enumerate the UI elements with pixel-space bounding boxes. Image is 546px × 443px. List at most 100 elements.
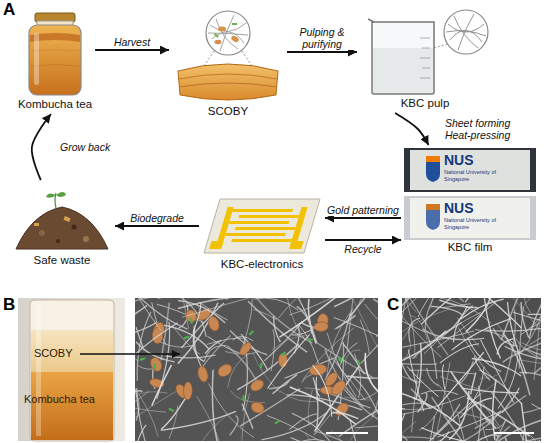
yeast-cell xyxy=(249,400,265,415)
cellulose-fiber xyxy=(459,328,497,383)
cellulose-fiber xyxy=(460,361,474,383)
cellulose-fiber xyxy=(490,416,541,441)
glass-vial xyxy=(30,300,114,441)
cellulose-fiber xyxy=(427,334,437,379)
cellulose-fiber xyxy=(254,310,277,320)
cellulose-fiber xyxy=(437,302,496,348)
process-arrow xyxy=(287,51,357,53)
yeast-cell xyxy=(314,322,329,332)
cellulose-fiber xyxy=(421,298,459,324)
cellulose-fiber xyxy=(316,377,320,397)
cellulose-fiber xyxy=(440,344,479,363)
step-icon xyxy=(404,148,536,240)
scoby-pellicle xyxy=(31,330,113,372)
step-label: SCOBY xyxy=(208,104,248,118)
cellulose-fiber xyxy=(413,398,431,409)
step-label: KBC film xyxy=(448,240,493,254)
yeast-cell xyxy=(196,365,209,383)
yeast-cell xyxy=(216,362,235,380)
cellulose-fiber xyxy=(480,372,501,379)
process-arrow xyxy=(325,217,401,219)
step-action: Sheet forming Heat-pressing xyxy=(437,117,519,141)
step-action: Grow back xyxy=(59,141,111,153)
panel-letter: A xyxy=(3,0,15,19)
glass-highlight xyxy=(36,304,41,436)
cellulose-fiber xyxy=(360,320,369,354)
cellulose-fiber xyxy=(340,343,358,366)
cellulose-fiber xyxy=(521,318,541,335)
cellulose-fiber xyxy=(528,313,541,315)
logo-text: NUS xyxy=(444,201,474,215)
cellulose-fiber xyxy=(402,403,427,407)
step-action: Gold patterning xyxy=(326,204,400,216)
cellulose-fiber xyxy=(498,350,518,408)
cellulose-fiber xyxy=(522,398,541,413)
step-label: Safe waste xyxy=(34,253,91,267)
sem-fibers-b xyxy=(135,298,378,441)
step-illustration xyxy=(172,9,284,104)
cellulose-fiber xyxy=(242,298,252,348)
step-label: KBC pulp xyxy=(401,96,450,110)
bacterium xyxy=(190,318,193,324)
cellulose-fiber xyxy=(241,393,249,441)
process-arrow xyxy=(115,225,199,227)
cellulose-fiber xyxy=(344,389,378,422)
cellulose-fiber xyxy=(513,436,541,441)
cellulose-fiber xyxy=(135,399,166,412)
bacterium xyxy=(280,351,286,356)
bacterium xyxy=(249,330,255,336)
scale-bar xyxy=(494,432,534,434)
process-arrow xyxy=(95,49,169,51)
logo-subtext: National University of Singapore xyxy=(444,169,496,182)
cellulose-fiber xyxy=(337,361,349,379)
cellulose-fiber xyxy=(465,298,485,302)
leader-arrow xyxy=(80,353,180,355)
step-label: Kombucha tea xyxy=(18,97,92,111)
yeast-cell xyxy=(238,340,254,357)
cellulose-fiber xyxy=(207,338,244,344)
panel-letter: B xyxy=(3,295,15,314)
bacterium xyxy=(139,357,145,361)
cellulose-fiber xyxy=(525,298,541,305)
cellulose-fiber xyxy=(421,391,458,395)
cellulose-fiber xyxy=(402,437,434,439)
cellulose-fiber xyxy=(172,325,200,354)
cellulose-fiber xyxy=(313,365,332,417)
cellulose-fiber xyxy=(402,396,466,417)
yeast-cell xyxy=(308,363,327,377)
cellulose-fiber xyxy=(355,383,378,432)
cellulose-fiber xyxy=(287,298,306,299)
cellulose-fiber xyxy=(478,386,481,441)
cellulose-fiber xyxy=(458,415,480,441)
cellulose-fiber xyxy=(472,402,477,426)
cellulose-fiber xyxy=(135,298,161,331)
cellulose-fiber xyxy=(157,322,170,399)
yeast-cell xyxy=(329,378,348,397)
cellulose-fiber xyxy=(402,396,405,409)
cellulose-fiber xyxy=(505,309,516,382)
cellulose-fiber xyxy=(334,317,378,342)
logo-text: NUS xyxy=(444,153,474,167)
cellulose-fiber xyxy=(278,298,325,318)
cellulose-fiber xyxy=(135,336,139,361)
step-icon xyxy=(368,10,488,94)
cellulose-fiber xyxy=(343,343,365,374)
cellulose-fiber xyxy=(164,325,209,349)
cellulose-fiber xyxy=(365,304,378,325)
cellulose-fiber xyxy=(209,384,255,438)
vial-photo xyxy=(18,298,125,441)
cellulose-fiber xyxy=(449,391,469,440)
cellulose-fiber xyxy=(135,306,147,340)
cellulose-fiber xyxy=(196,413,230,441)
panel-letter: C xyxy=(387,295,399,314)
cellulose-fiber xyxy=(480,380,500,394)
process-arrow xyxy=(325,239,401,241)
cellulose-fiber xyxy=(436,298,491,323)
step-icon xyxy=(29,13,81,95)
cellulose-fiber xyxy=(182,298,253,317)
process-arrow xyxy=(32,114,51,180)
cellulose-fiber xyxy=(347,376,378,378)
cellulose-fiber xyxy=(472,359,521,376)
yeast-cell xyxy=(183,382,192,400)
